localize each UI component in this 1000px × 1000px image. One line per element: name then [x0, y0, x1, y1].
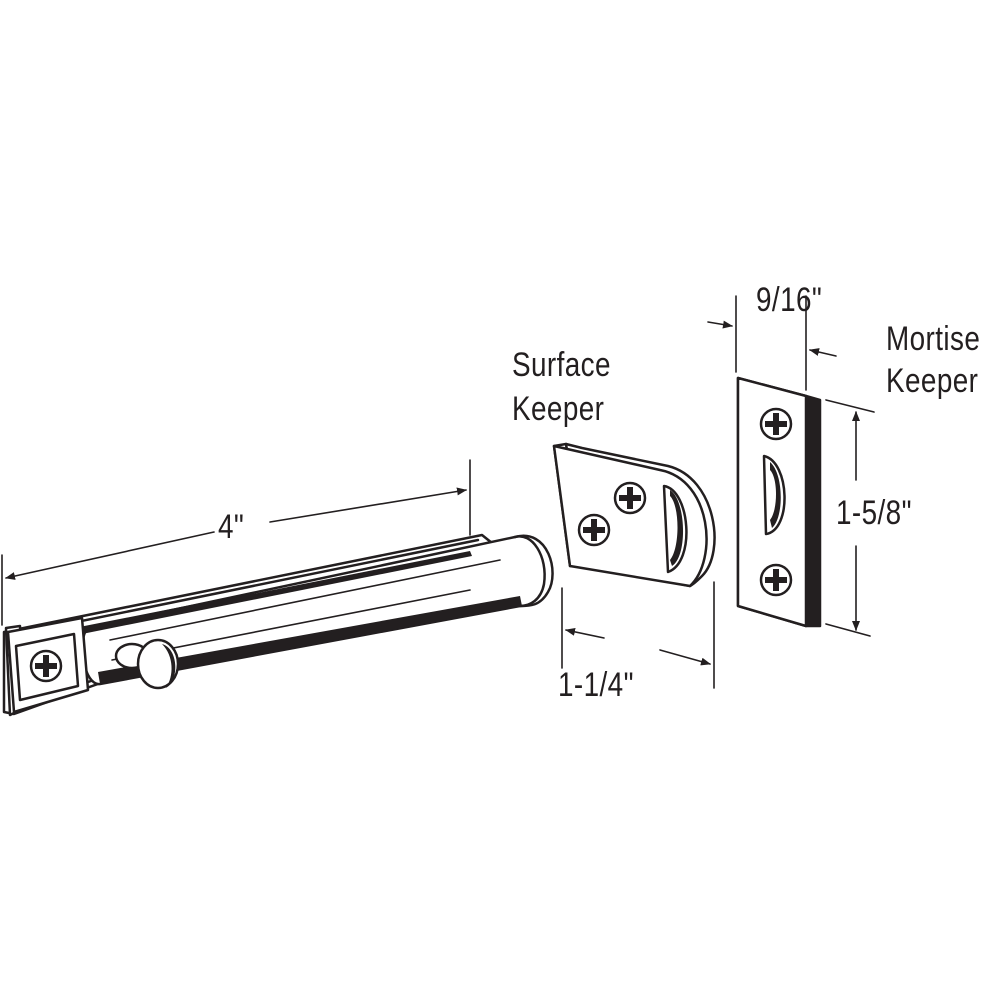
surface-keeper-label-line1: Surface [512, 346, 611, 384]
slide-bolt [2, 533, 554, 717]
phillips-screw-icon [29, 649, 63, 683]
bolt-length-dimension [1, 459, 471, 626]
bolt-length-label: 4" [218, 508, 245, 546]
surface-keeper-width-dimension [561, 581, 715, 689]
mortise-keeper [736, 376, 822, 628]
bolt-knob[interactable] [114, 638, 180, 690]
phillips-screw-icon [759, 563, 793, 597]
phillips-screw-icon [759, 407, 793, 441]
phillips-screw-icon [613, 481, 647, 515]
phillips-screw-icon [577, 513, 611, 547]
surface-keeper-width-label: 1-1/4" [558, 666, 634, 704]
mortise-keeper-label-line1: Mortise [886, 320, 981, 358]
mortise-keeper-height-dimension [825, 399, 875, 637]
surface-keeper-label-line2: Keeper [512, 390, 605, 428]
mortise-keeper-width-label: 9/16" [756, 281, 823, 319]
surface-keeper [552, 442, 716, 588]
mortise-keeper-height-label: 1-5/8" [836, 494, 912, 532]
mortise-keeper-label-line2: Keeper [886, 362, 979, 400]
mortise-keeper-width-dimension [707, 295, 837, 391]
